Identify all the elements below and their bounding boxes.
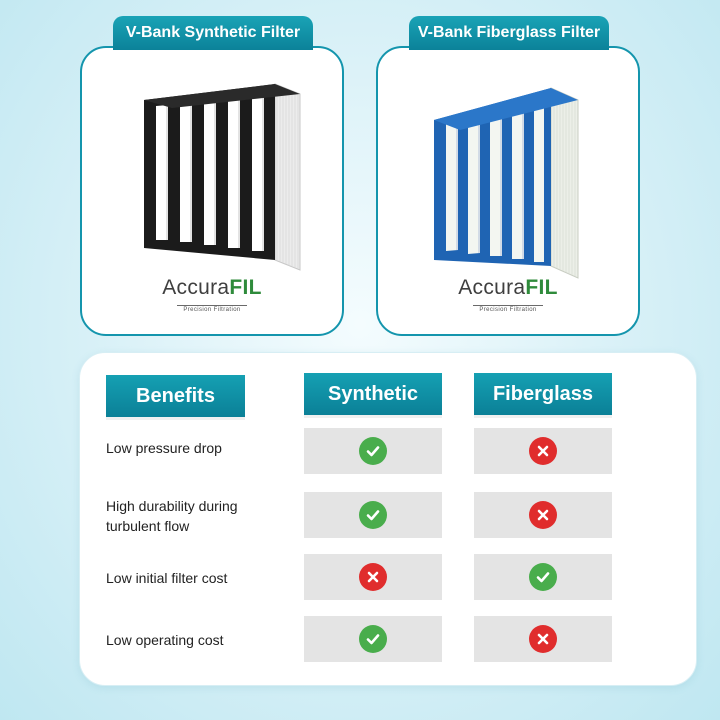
synthetic-cell [304,428,442,474]
fiberglass-filter-title-tab: V-Bank Fiberglass Filter [409,16,609,50]
benefit-label: Low operating cost [106,632,224,648]
synthetic-filter-card: AccuraFIL Precision Filtration [80,46,344,336]
fiberglass-filter-title: V-Bank Fiberglass Filter [417,24,601,41]
brand-name: AccuraFIL [458,276,558,299]
synthetic-cell [304,492,442,538]
cross-icon [529,501,557,529]
benefits-column-header: Benefits [106,375,245,417]
fiberglass-cell [474,428,612,474]
fiberglass-cell [474,492,612,538]
brand-tagline: Precision Filtration [177,305,247,313]
fiberglass-brand-logo: AccuraFIL Precision Filtration [378,277,638,316]
fiberglass-cell [474,616,612,662]
synthetic-cell [304,616,442,662]
fiberglass-filter-card: AccuraFIL Precision Filtration [376,46,640,336]
synthetic-cell [304,554,442,600]
check-icon [529,563,557,591]
fiberglass-column-header: Fiberglass [474,373,612,415]
synthetic-filter-image [144,83,301,271]
cross-icon [359,563,387,591]
synthetic-brand-logo: AccuraFIL Precision Filtration [82,277,342,316]
benefit-label: Low pressure drop [106,440,222,456]
check-icon [359,501,387,529]
brand-tagline: Precision Filtration [473,305,543,313]
synthetic-filter-title: V-Bank Synthetic Filter [125,24,301,41]
check-icon [359,625,387,653]
brand-name: AccuraFIL [162,276,262,299]
check-icon [359,437,387,465]
fiberglass-cell [474,554,612,600]
fiberglass-filter-image [434,87,579,279]
synthetic-filter-title-tab: V-Bank Synthetic Filter [113,16,313,50]
cross-icon [529,625,557,653]
benefit-label: Low initial filter cost [106,570,228,586]
benefit-label: High durability during turbulent flow [106,498,238,534]
cross-icon [529,437,557,465]
synthetic-column-header: Synthetic [304,373,442,415]
